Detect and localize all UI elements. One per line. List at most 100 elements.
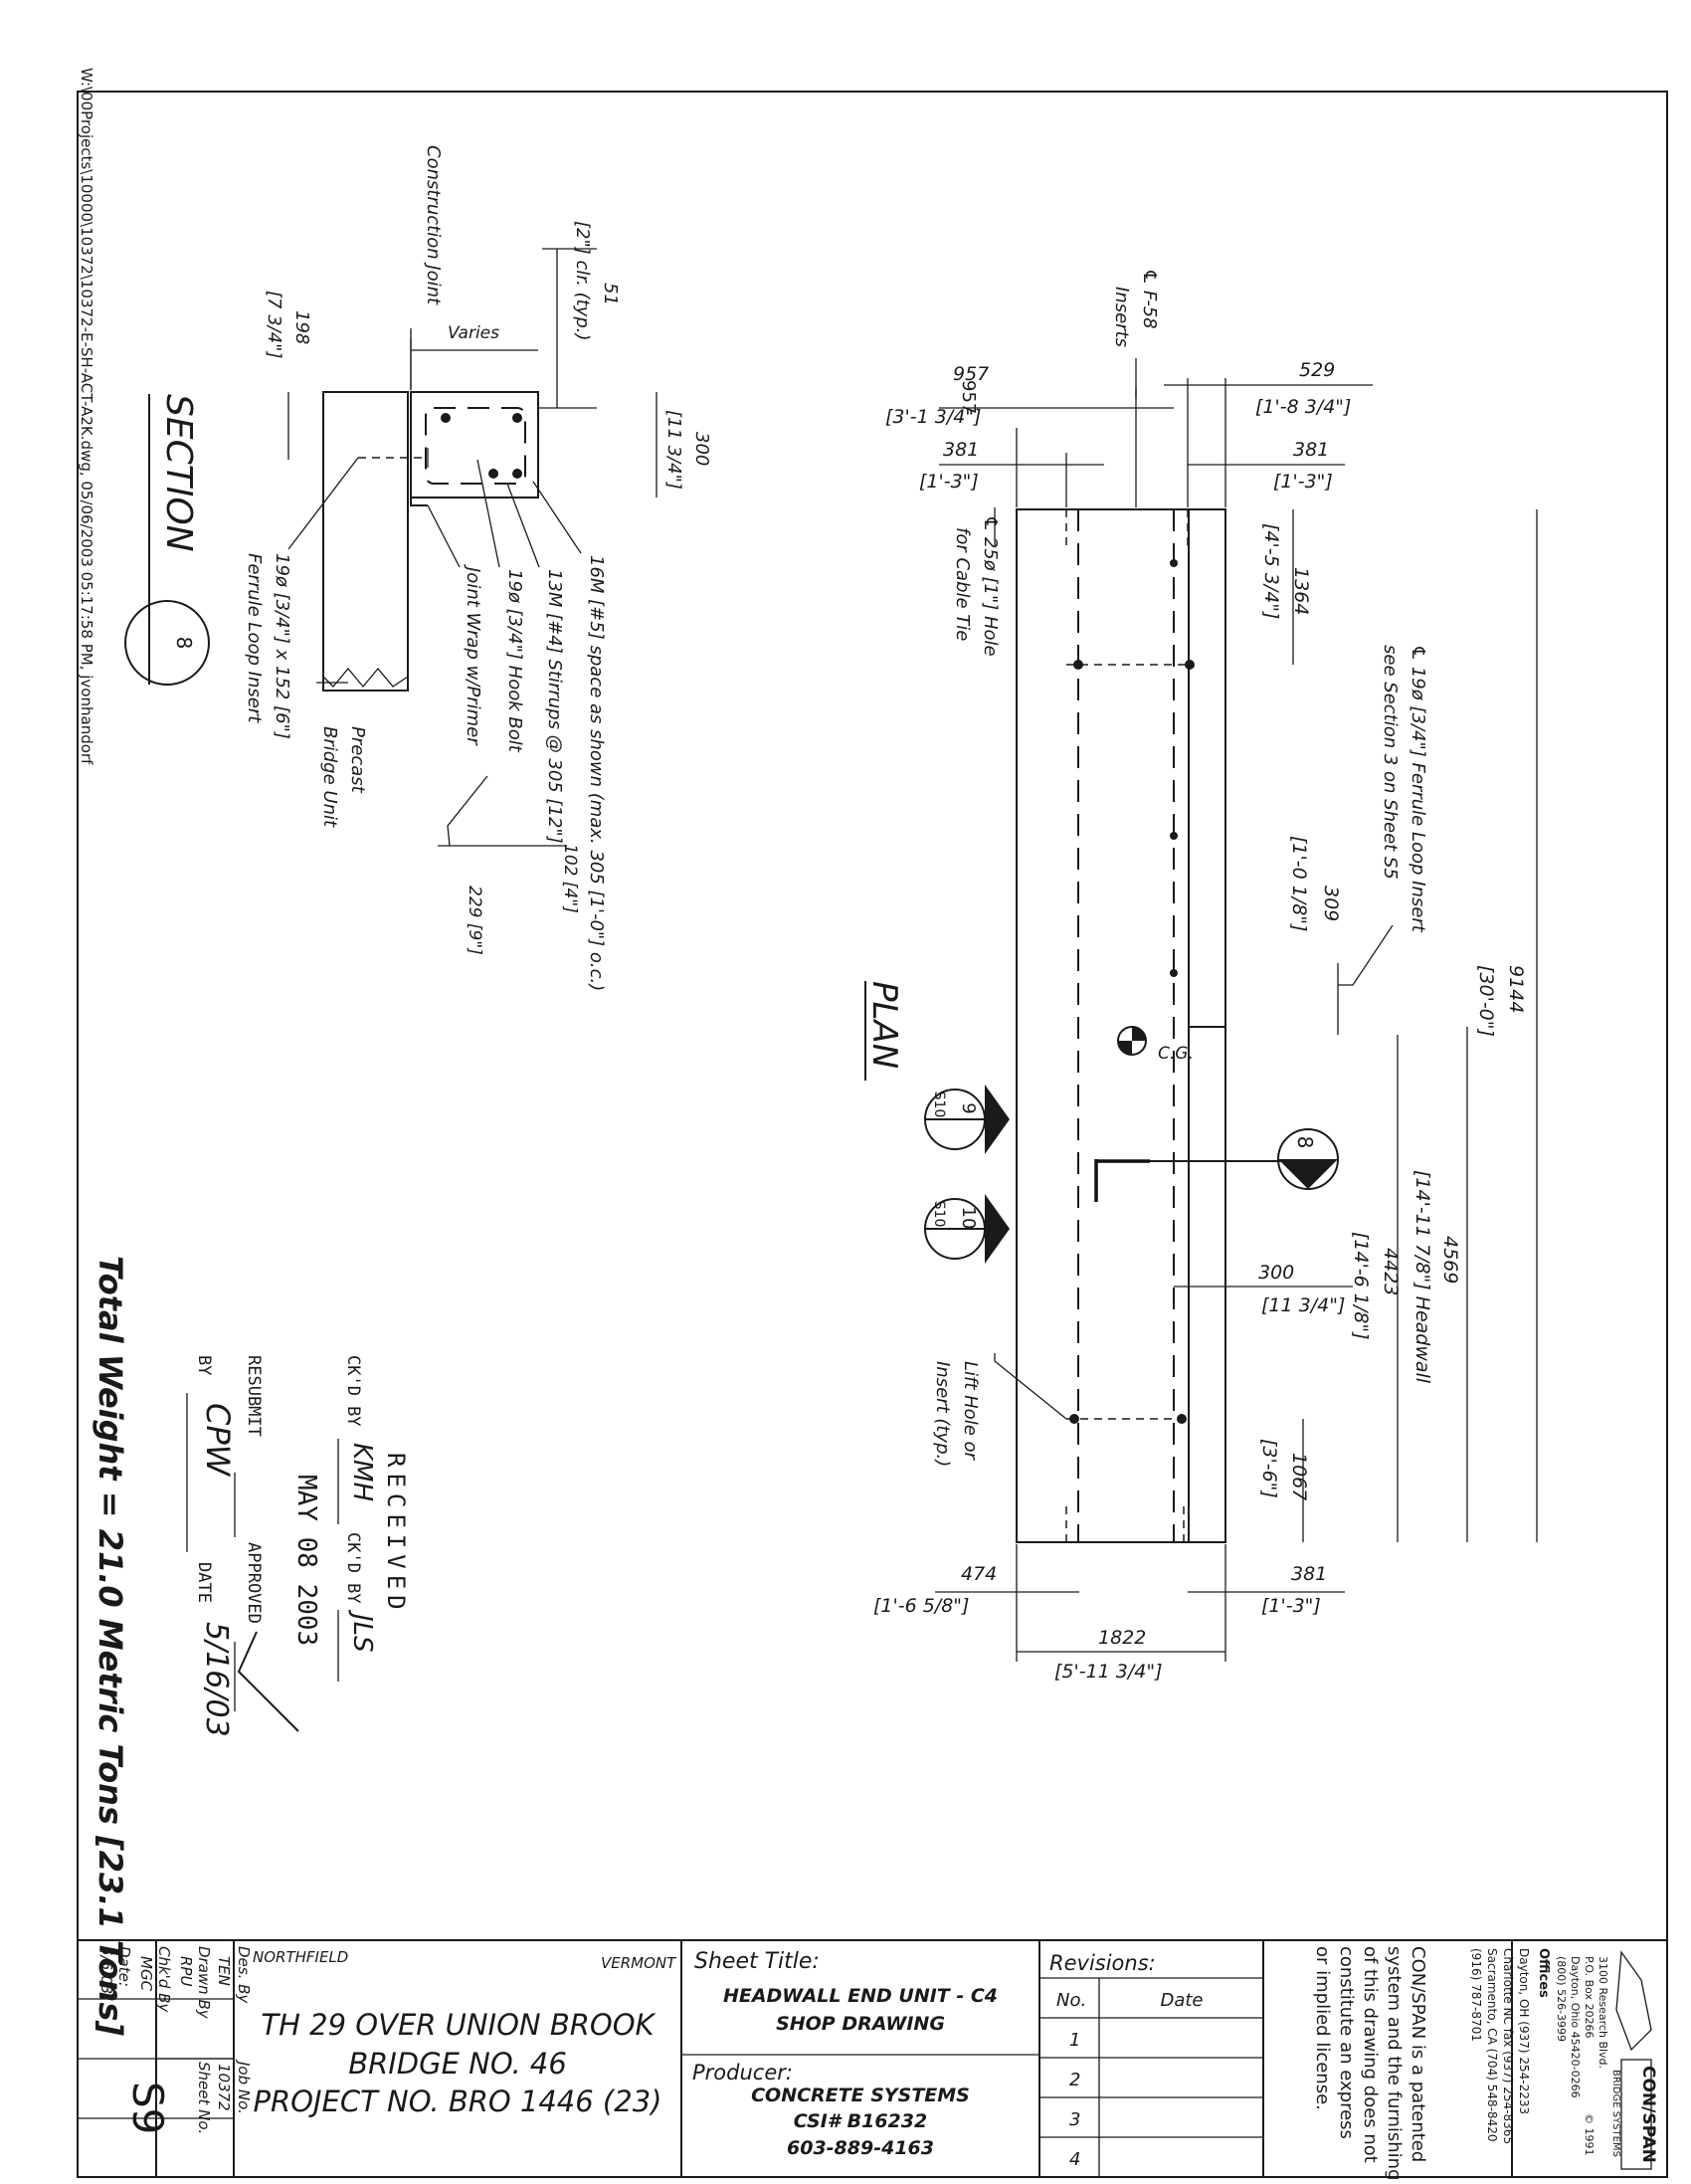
tb-date-label: Date: (115, 1946, 133, 1987)
note-joint-wrap: Joint Wrap w/Primer (463, 564, 483, 746)
plan-title: PLAN (864, 981, 904, 1069)
file-path: W:\00Projects\10000\10372\10372-E-SH-ACT… (78, 68, 95, 765)
note-16m-bars: 16M [#5] space as shown (max. 305 [1'-0"… (586, 555, 607, 991)
tb-sheet-title: HEADWALL END UNIT - C4 (723, 1985, 998, 2007)
dim-309: 309 (1320, 886, 1342, 921)
note-construction-joint: Construction Joint (423, 145, 444, 305)
stamp-ckd-jls: JLS (347, 1609, 377, 1653)
svg-text:S10: S10 (931, 1092, 947, 1118)
note-229: 229 [9"] (465, 886, 484, 955)
svg-text:SHOP DRAWING: SHOP DRAWING (776, 2013, 945, 2035)
svg-text:[11 3/4"]: [11 3/4"] (663, 410, 684, 490)
svg-text:[1'-6 5/8"]: [1'-6 5/8"] (873, 1595, 969, 1617)
cg-label: C.G. (1158, 1044, 1194, 1064)
note-ferrule: ℄ 19ø [3/4"] Ferrule Loop Insert (1408, 645, 1428, 933)
svg-text:Insert (typ.): Insert (typ.) (932, 1361, 953, 1467)
lift-hole (1185, 660, 1195, 670)
lift-hole (1177, 1414, 1187, 1424)
svg-text:MGC: MGC (137, 1956, 155, 1992)
note-cable-hole: ℄ 25ø [1"] Hole (980, 515, 1001, 657)
svg-text:[1'-3"]: [1'-3"] (1273, 471, 1333, 493)
section-marker-10: 10 S10 (924, 1194, 1010, 1264)
tb-revisions-label: Revisions: (1049, 1951, 1156, 1975)
dim-4423: 4423 (1380, 1248, 1402, 1295)
stamp-date: MAY 08 2003 (291, 1475, 321, 1646)
svg-text:RPU: RPU (177, 1956, 195, 1986)
svg-text:(800) 526-3999: (800) 526-3999 (1555, 1956, 1568, 2042)
svg-text:[14'-11 7/8"] Headwall: [14'-11 7/8"] Headwall (1411, 1170, 1433, 1384)
svg-text:[7 3/4"]: [7 3/4"] (264, 291, 284, 358)
svg-text:APPROVED: APPROVED (244, 1542, 264, 1624)
svg-text:CK'D BY: CK'D BY (343, 1532, 363, 1604)
tb-town: NORTHFIELD (253, 1948, 348, 1966)
sec-dim-198: 198 (291, 310, 312, 344)
tb-chk-label: Chk'd By (155, 1946, 173, 2013)
svg-text:[2"] clr. (typ.): [2"] clr. (typ.) (572, 221, 593, 341)
sec-dim-300: 300 (691, 432, 712, 466)
section-title: SECTION (158, 394, 199, 552)
tb-drawn-label: Drawn By (195, 1946, 213, 2020)
section-view: 51 [2"] clr. (typ.) 300 [11 3/4"] 198 [7… (124, 145, 712, 991)
tb-state: VERMONT (601, 1954, 677, 1972)
tb-des-label: Des. By (235, 1946, 253, 2004)
stamp-received: RECEIVED (382, 1453, 410, 1616)
svg-text:8: 8 (172, 637, 196, 650)
svg-text:[5'-11 3/4"]: [5'-11 3/4"] (1054, 1661, 1163, 1683)
svg-text:No.: No. (1056, 1990, 1086, 2011)
svg-text:of this drawing does not: of this drawing does not (1360, 1946, 1381, 2163)
svg-text:Ferrule Loop Insert: Ferrule Loop Insert (244, 553, 265, 723)
svg-text:S10: S10 (931, 1201, 947, 1228)
tb-rev-row: 4 (1069, 2149, 1080, 2170)
svg-text:Inserts: Inserts (1111, 287, 1132, 347)
tb-copyright: © 1991 (1583, 2113, 1596, 2156)
tb-sheet-label: Sheet No. (195, 2062, 213, 2134)
svg-text:5/6/03: 5/6/03 (97, 1946, 115, 1994)
dim-381-c: 381 (1291, 1563, 1327, 1585)
tb-address: 3100 Research Blvd. (1597, 1956, 1609, 2069)
stamp-by-signature: CPW (199, 1403, 237, 1478)
svg-text:Date: Date (1160, 1990, 1203, 2011)
svg-text:957: 957 (958, 380, 979, 414)
dim-957: 957 (953, 363, 989, 385)
lift-hole (1069, 1414, 1079, 1424)
svg-text:DATE: DATE (194, 1562, 214, 1603)
tb-offices-label: Offices (1536, 1948, 1551, 1998)
svg-text:603-889-4163: 603-889-4163 (787, 2137, 934, 2159)
svg-text:CSI# B16232: CSI# B16232 (794, 2110, 927, 2132)
svg-text:(916) 787-8701: (916) 787-8701 (1469, 1948, 1483, 2042)
dim-1364: 1364 (1290, 567, 1312, 615)
plan-view: C.G. 8 957 957 [3'-1 3/4"] 381 [1'-3"] 5… (864, 269, 1538, 1683)
note-precast: Precast (347, 726, 368, 794)
svg-text:Bridge Unit: Bridge Unit (319, 726, 340, 828)
dim-1822: 1822 (1098, 1627, 1146, 1649)
tb-patent-note: CON/SPAN is a patented (1408, 1946, 1428, 2162)
svg-text:10: 10 (958, 1207, 979, 1230)
note-f58: ℄ F-58 (1139, 269, 1160, 329)
sheet-border (77, 91, 1668, 2178)
title-block: Des. By TEN Drawn By RPU Chk'd By MGC Da… (78, 1939, 1667, 2181)
svg-text:[1'-3"]: [1'-3"] (1261, 1595, 1321, 1617)
note-lift-hole: Lift Hole or (960, 1361, 981, 1462)
stamp-date-handwritten: 5/16/03 (199, 1622, 234, 1737)
svg-text:BRIDGE SYSTEMS: BRIDGE SYSTEMS (1610, 2070, 1621, 2157)
dim-381-a: 381 (943, 439, 979, 461)
dim-529: 529 (1299, 359, 1335, 381)
svg-text:[3'-1 3/4"]: [3'-1 3/4"] (885, 406, 981, 428)
tb-sheet-number: S9 (123, 2082, 172, 2134)
svg-text:system and the furnishing: system and the furnishing (1384, 1946, 1405, 2181)
svg-text:Sacramento, CA (704) 548-8420: Sacramento, CA (704) 548-8420 (1485, 1948, 1499, 2141)
sec-dim-varies: Varies (448, 323, 499, 343)
svg-text:or implied license.: or implied license. (1312, 1946, 1333, 2110)
tb-producer: CONCRETE SYSTEMS (751, 2085, 970, 2106)
stamp-ckd-kmh: KMH (347, 1443, 377, 1501)
note-stirrups: 13M [#4] Stirrups @ 305 [12"] (544, 569, 565, 844)
note-102: 102 [4"] (560, 844, 580, 913)
svg-text:10372: 10372 (215, 2064, 233, 2111)
svg-text:[1'-3"]: [1'-3"] (919, 471, 979, 493)
svg-text:Dayton, OH (937) 254-223: Dayton, OH (937) 254-2233 (1517, 1948, 1531, 2114)
tb-producer-label: Producer: (692, 2061, 793, 2085)
dim-381-b: 381 (1293, 439, 1329, 461)
svg-text:[4'-5 3/4"]: [4'-5 3/4"] (1260, 523, 1282, 619)
svg-text:8: 8 (1293, 1136, 1317, 1149)
svg-text:P.O. Box 20266: P.O. Box 20266 (1583, 1956, 1596, 2039)
